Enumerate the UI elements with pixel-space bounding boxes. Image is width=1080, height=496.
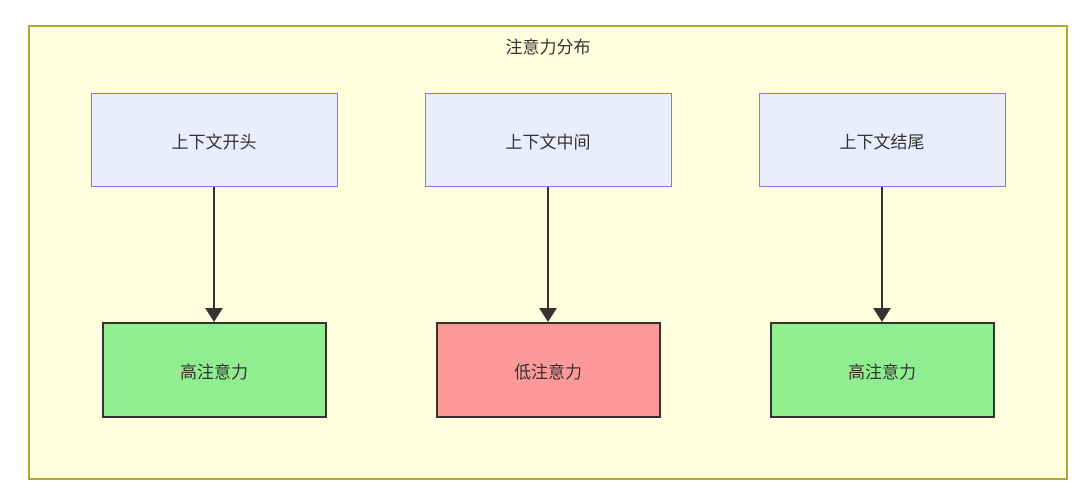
arrow-line — [547, 187, 549, 310]
context-end-node: 上下文结尾 — [758, 93, 1006, 187]
diagram-column-middle: 上下文中间 低注意力 — [424, 93, 672, 418]
attention-distribution-cluster: 注意力分布 上下文开头 高注意力 上下文中间 — [28, 25, 1068, 480]
low-attention-label: 低注意力 — [514, 362, 582, 382]
high-attention-node-right: 高注意力 — [769, 322, 995, 418]
high-attention-label-left: 高注意力 — [180, 362, 248, 382]
diagram-column-start: 上下文开头 高注意力 — [90, 93, 338, 418]
context-middle-label: 上下文中间 — [505, 132, 591, 152]
context-end-label: 上下文结尾 — [839, 132, 925, 152]
arrow-head-icon — [205, 308, 223, 322]
high-attention-label-right: 高注意力 — [848, 362, 916, 382]
diagram-grid: 上下文开头 高注意力 上下文中间 低注意力 — [30, 93, 1066, 418]
arrow-head-icon — [539, 308, 557, 322]
arrow-start — [205, 187, 223, 322]
arrow-line — [881, 187, 883, 310]
arrow-line — [213, 187, 215, 310]
arrow-middle — [539, 187, 557, 322]
context-start-label: 上下文开头 — [171, 132, 257, 152]
low-attention-node: 低注意力 — [435, 322, 661, 418]
arrow-head-icon — [873, 308, 891, 322]
context-start-node: 上下文开头 — [90, 93, 338, 187]
high-attention-node-left: 高注意力 — [101, 322, 327, 418]
context-middle-node: 上下文中间 — [424, 93, 672, 187]
diagram-title: 注意力分布 — [505, 38, 591, 57]
arrow-end — [873, 187, 891, 322]
diagram-column-end: 上下文结尾 高注意力 — [758, 93, 1006, 418]
